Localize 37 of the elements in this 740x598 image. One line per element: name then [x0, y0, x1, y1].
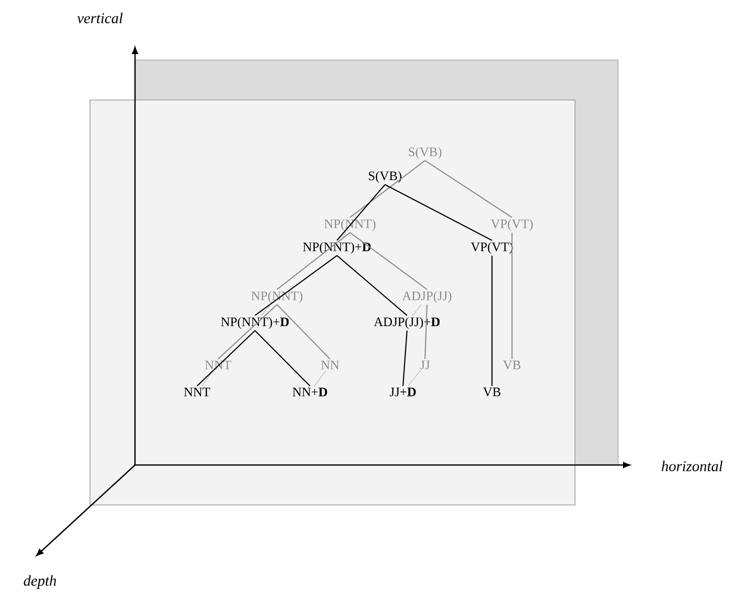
tree-branch	[254, 255, 338, 316]
tree-node-label: VB	[483, 388, 500, 396]
tree-branch	[336, 255, 408, 316]
tree-branch	[254, 330, 310, 386]
tree-node-label: NN	[321, 360, 340, 370]
tree-node-label: JJ	[420, 360, 430, 370]
tree-branch	[412, 304, 422, 316]
tree-branch	[201, 370, 214, 386]
tree-branch	[408, 370, 420, 386]
tree-node-label: NN+D	[292, 388, 328, 396]
tree-branch	[402, 330, 408, 386]
tree-branch	[261, 304, 271, 316]
tree-branch	[491, 256, 493, 386]
axis-label: horizontal	[662, 460, 723, 472]
tree-node-label: VB	[503, 360, 520, 370]
tree-branch	[511, 232, 513, 359]
axis-label: vertical	[77, 12, 123, 24]
tree-node-label: ADJP(JJ)+D	[374, 317, 440, 329]
tree-node-label: VP(VT)	[490, 219, 533, 231]
tree-branch	[384, 184, 492, 241]
tree-branch	[350, 232, 428, 290]
tree-node-label: S(VB)	[408, 147, 442, 159]
tree-node-label: JJ+D	[390, 388, 416, 396]
tree-branch	[276, 232, 350, 290]
tree-branch	[340, 232, 346, 241]
tree-branch	[424, 160, 512, 218]
tree-branch	[196, 330, 256, 386]
axis-label: depth	[24, 575, 56, 589]
tree-branch	[314, 370, 326, 386]
tree-node-label: S(VB)	[368, 171, 402, 183]
tree-branch	[424, 304, 428, 359]
tree-branch	[218, 304, 278, 360]
tree-node-label: NP(NNT)+D	[221, 317, 289, 329]
tree-branch	[350, 160, 426, 218]
tree-node-label: ADJP(JJ)	[402, 291, 452, 303]
tree-node-label: NNT	[184, 388, 210, 396]
tree-branch	[276, 304, 330, 360]
